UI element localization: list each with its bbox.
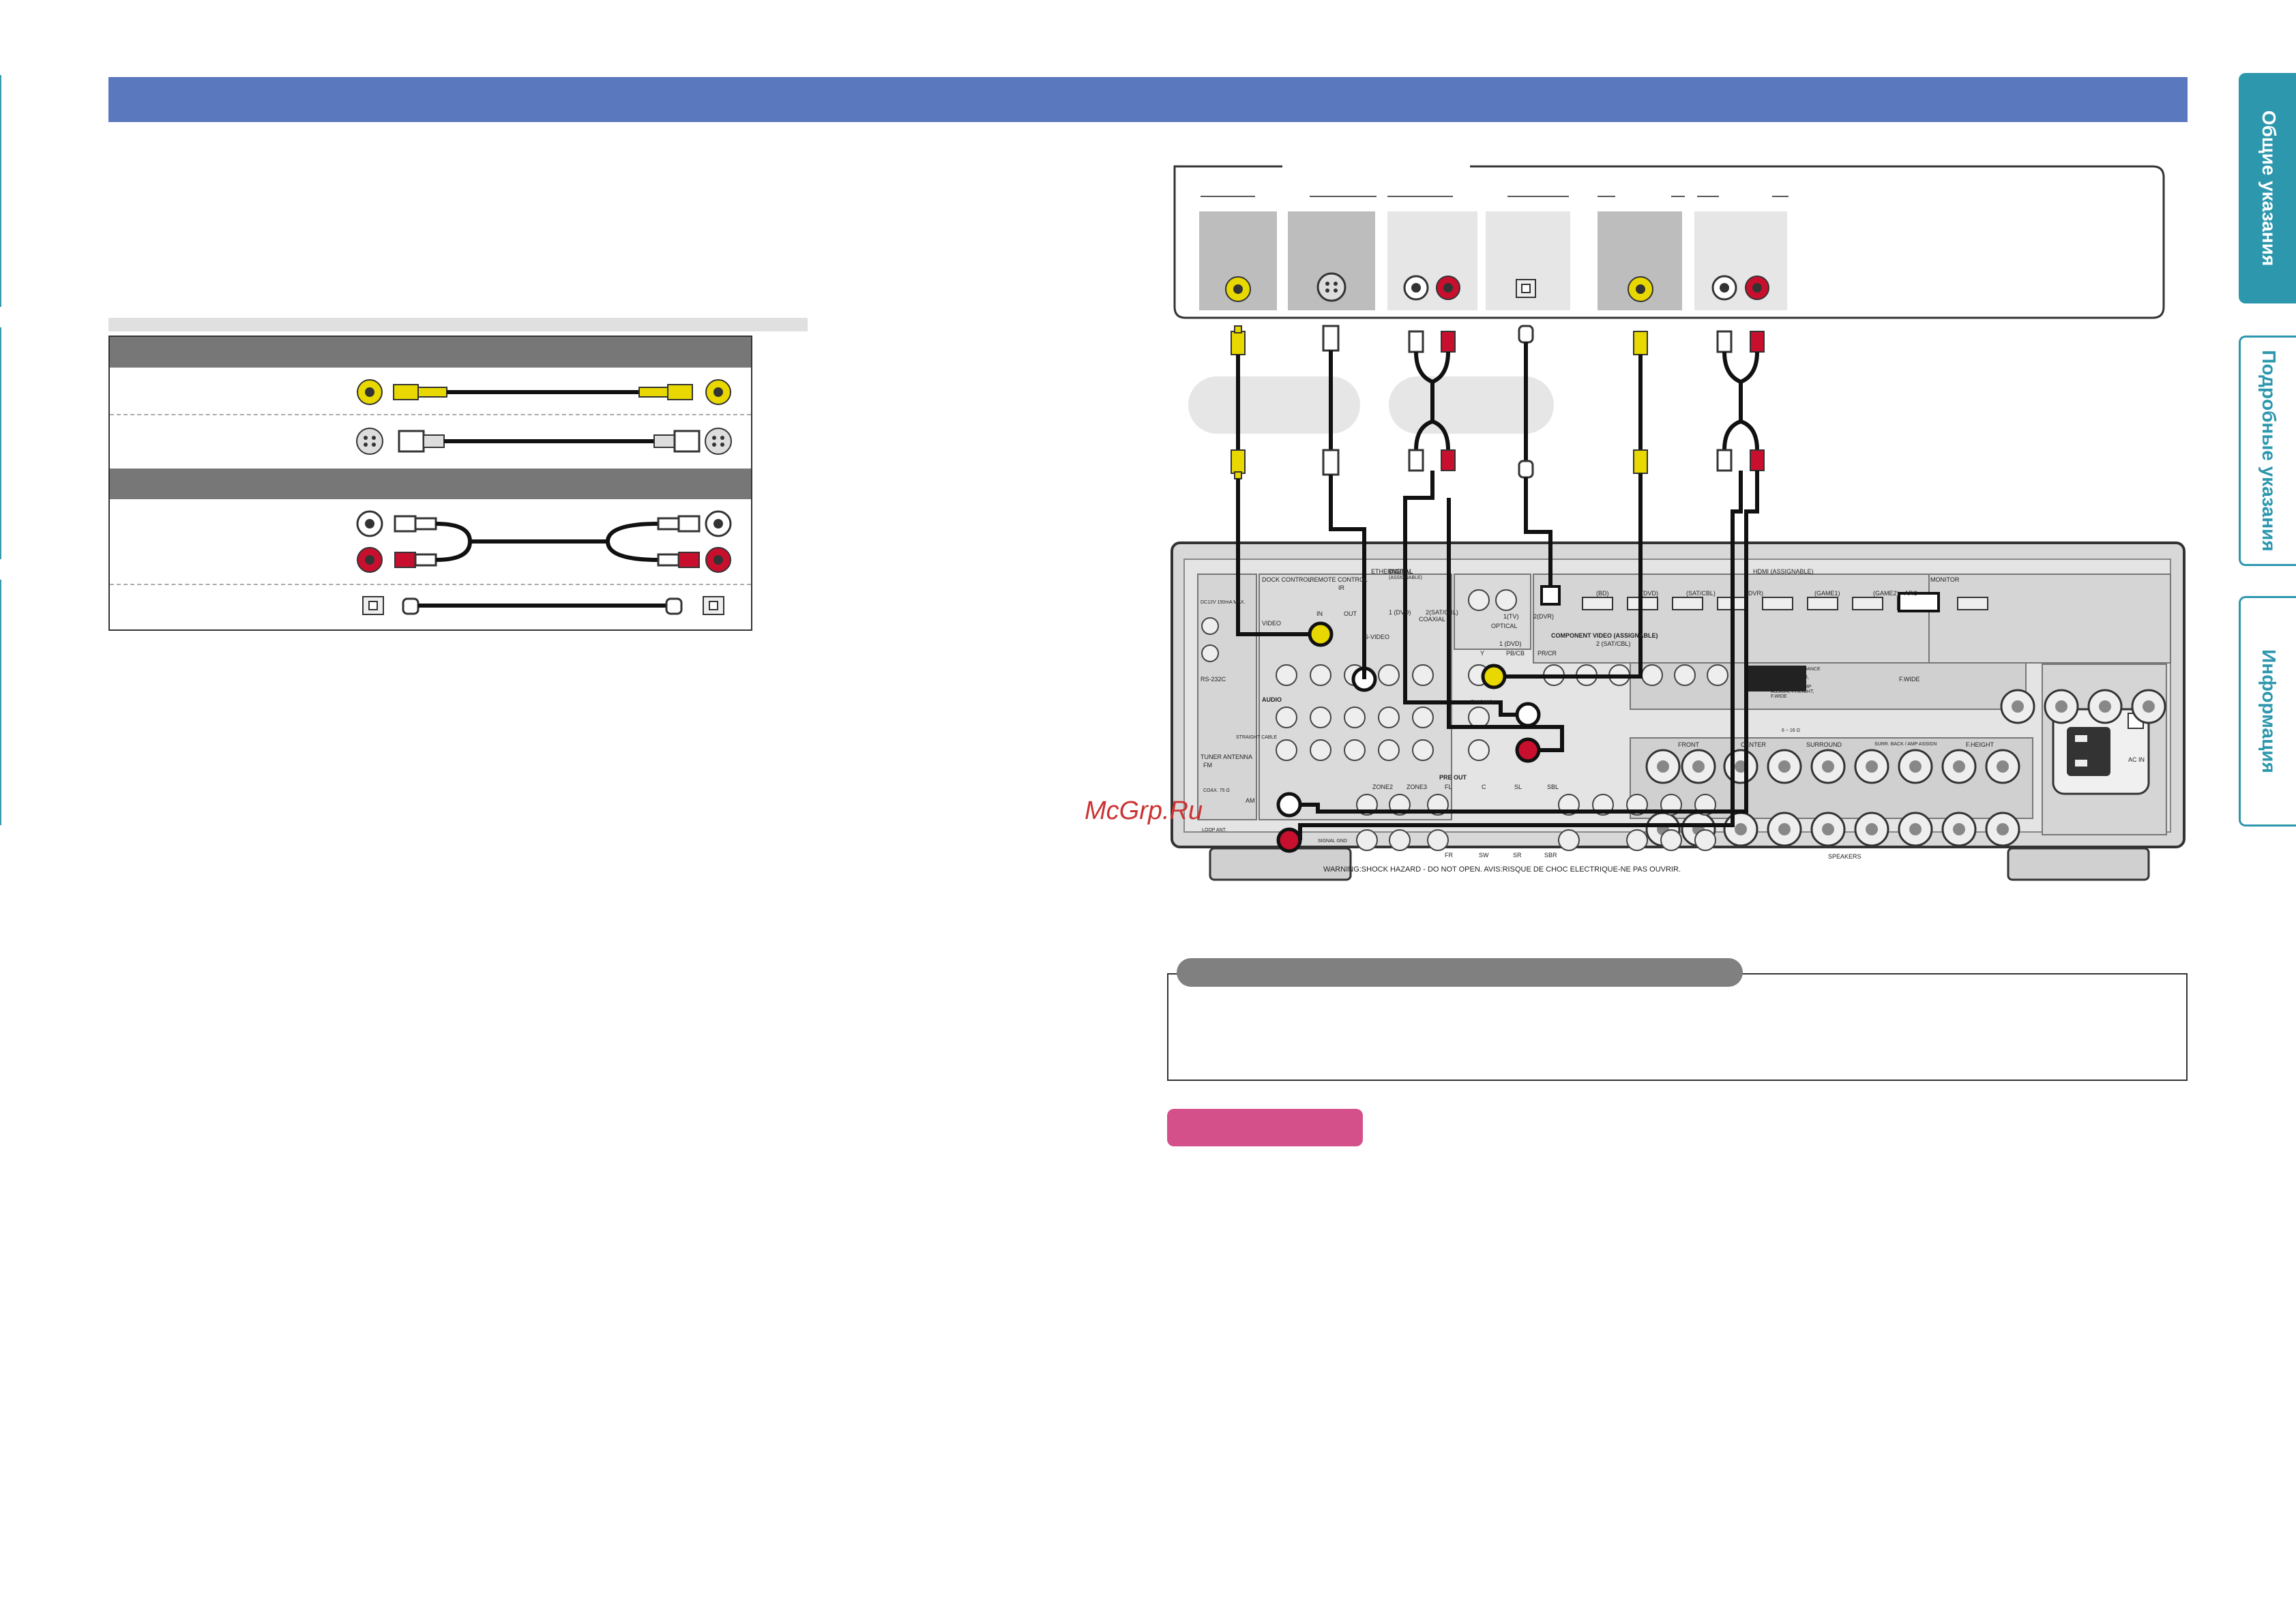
label-arc: ARC <box>1904 590 1918 597</box>
label-bd: (BD) <box>1596 590 1609 597</box>
label-zone3: ZONE3 <box>1407 784 1428 790</box>
connection-diagram <box>1171 164 2185 881</box>
row-divider <box>110 584 751 585</box>
label-speakers: SPEAKERS <box>1828 853 1861 860</box>
label-s-video: S-VIDEO <box>1364 634 1390 640</box>
video-cable <box>357 379 731 405</box>
label-hdmi-assignable: HDMI (ASSIGNABLE) <box>1753 568 1814 575</box>
label-sw: SW <box>1479 852 1489 859</box>
label-rs232c: RS-232C <box>1201 676 1226 683</box>
optical-cable <box>362 596 724 615</box>
label-audio: AUDIO <box>1262 696 1282 703</box>
label-coaxial: COAXIAL <box>1419 616 1446 623</box>
label-game2: (GAME2) <box>1873 590 1899 597</box>
label-dvr-2: 2(DVR) <box>1533 613 1555 620</box>
label-f-height: F.HEIGHT <box>1966 741 1995 748</box>
label-y: Y <box>1480 650 1485 657</box>
label-sl: SL <box>1514 784 1522 790</box>
label-c: C <box>1482 784 1486 790</box>
label-signal-gnd: SIGNAL GND <box>1318 839 1347 844</box>
edge-mark <box>0 580 1 825</box>
label-surr-back: SURR. BACK / AMP ASSIGN <box>1874 742 1937 747</box>
label-ac-in: AC IN <box>2128 756 2145 763</box>
tab-label: Информация <box>2258 649 2280 773</box>
label-warning: WARNING:SHOCK HAZARD - DO NOT OPEN. AVIS… <box>1323 865 1681 874</box>
label-video: VIDEO <box>1262 620 1282 627</box>
label-in: IN <box>1316 610 1323 617</box>
label-tv-1: 1(TV) <box>1503 613 1519 620</box>
label-sat-cbl: (SAT/CBL) <box>1686 590 1716 597</box>
highlight-pill <box>1188 376 1360 434</box>
video-cables-header <box>110 337 751 368</box>
watermark: McGrp.Ru <box>1085 797 1203 825</box>
note-box <box>1167 973 2188 1081</box>
label-sr: SR <box>1513 852 1522 859</box>
label-digital: DIGITAL <box>1389 568 1413 575</box>
edge-mark <box>0 75 1 307</box>
receiver-labels: DOCK CONTROL REMOTE CONTROL IR IN OUT ET… <box>1160 157 2196 934</box>
label-tuner-antenna: TUNER ANTENNA <box>1201 754 1253 760</box>
label-monitor: MONITOR <box>1930 576 1960 583</box>
section-header-bar <box>108 77 2188 122</box>
label-dc12v: DC12V 150mA MAX. <box>1201 600 1246 605</box>
label-optical: OPTICAL <box>1491 623 1518 629</box>
tab-information[interactable]: Информация <box>2239 596 2296 827</box>
label-ethernet: ETHERNET <box>1371 568 1404 575</box>
label-am: AM <box>1246 797 1255 804</box>
label-pr-cr: PR/CR <box>1537 650 1557 657</box>
reference-pill[interactable] <box>1167 1109 1363 1146</box>
label-ohm: 6 ~ 16 Ω <box>1782 728 1800 733</box>
tab-general[interactable]: Общие указания <box>2239 73 2296 303</box>
label-ir: IR <box>1338 584 1344 591</box>
label-dvr: (DVR) <box>1746 590 1763 597</box>
cable-table <box>108 336 752 631</box>
label-dvd-1: 1 (DVD) <box>1389 609 1411 616</box>
label-f-wide: F.WIDE <box>1899 676 1920 683</box>
label-game1: (GAME1) <box>1814 590 1840 597</box>
label-dvd: (DVD) <box>1641 590 1658 597</box>
tab-label: Общие указания <box>2258 110 2280 267</box>
note-title-bar <box>1177 958 1743 987</box>
cable-drops <box>1231 325 1765 479</box>
label-center: CENTER <box>1741 741 1767 748</box>
label-fl: FL <box>1445 784 1452 790</box>
label-fr: FR <box>1445 852 1453 859</box>
audio-cables-header <box>110 469 751 499</box>
label-phono: PHONO <box>1471 699 1494 706</box>
label-sat-comp: 2 (SAT/CBL) <box>1596 640 1631 647</box>
connection-wires <box>1236 471 1759 840</box>
label-out: OUT <box>1344 610 1357 617</box>
s-video-cable <box>356 428 732 455</box>
label-pre-out: PRE OUT <box>1439 774 1467 781</box>
label-component-video: COMPONENT VIDEO (ASSIGNABLE) <box>1551 632 1658 639</box>
table-top-stripe <box>108 318 808 331</box>
cable-illustrations <box>356 379 732 615</box>
label-impedance-lines: FRONT,CENTER, SURROUND, SURR.BACK/ AMP A… <box>1771 675 1814 699</box>
tab-detailed[interactable]: Подробные указания <box>2239 336 2296 566</box>
label-assignable: (ASSIGNABLE) <box>1389 576 1423 580</box>
tab-label: Подробные указания <box>2258 350 2280 552</box>
highlight-pill <box>1389 376 1554 434</box>
label-surround: SURROUND <box>1806 741 1842 748</box>
label-straight-cable: STRAIGHT CABLE <box>1236 735 1278 740</box>
row-divider <box>110 414 751 415</box>
edge-mark <box>0 327 1 559</box>
label-dvd-comp: 1 (DVD) <box>1499 640 1522 647</box>
stereo-audio-cable <box>356 510 732 573</box>
label-sbr: SBR <box>1544 852 1557 859</box>
label-dock-control: DOCK CONTROL <box>1262 576 1312 583</box>
label-zone2: ZONE2 <box>1372 784 1394 790</box>
label-sat-cbl-2: 2(SAT/CBL) <box>1426 609 1458 616</box>
label-loop-ant: LOOP ANT. <box>1202 828 1227 833</box>
label-sbl: SBL <box>1547 784 1559 790</box>
label-speaker-impedance: SPEAKER IMPEDANCE <box>1768 667 1821 672</box>
label-coax-75: COAX. 75 Ω <box>1203 788 1230 793</box>
label-front: FRONT <box>1678 741 1699 748</box>
label-remote-control: REMOTE CONTROL <box>1310 576 1368 583</box>
external-device-panel <box>1173 164 2165 319</box>
label-pb-cb: PB/CB <box>1506 650 1525 657</box>
label-fm: FM <box>1203 762 1212 769</box>
